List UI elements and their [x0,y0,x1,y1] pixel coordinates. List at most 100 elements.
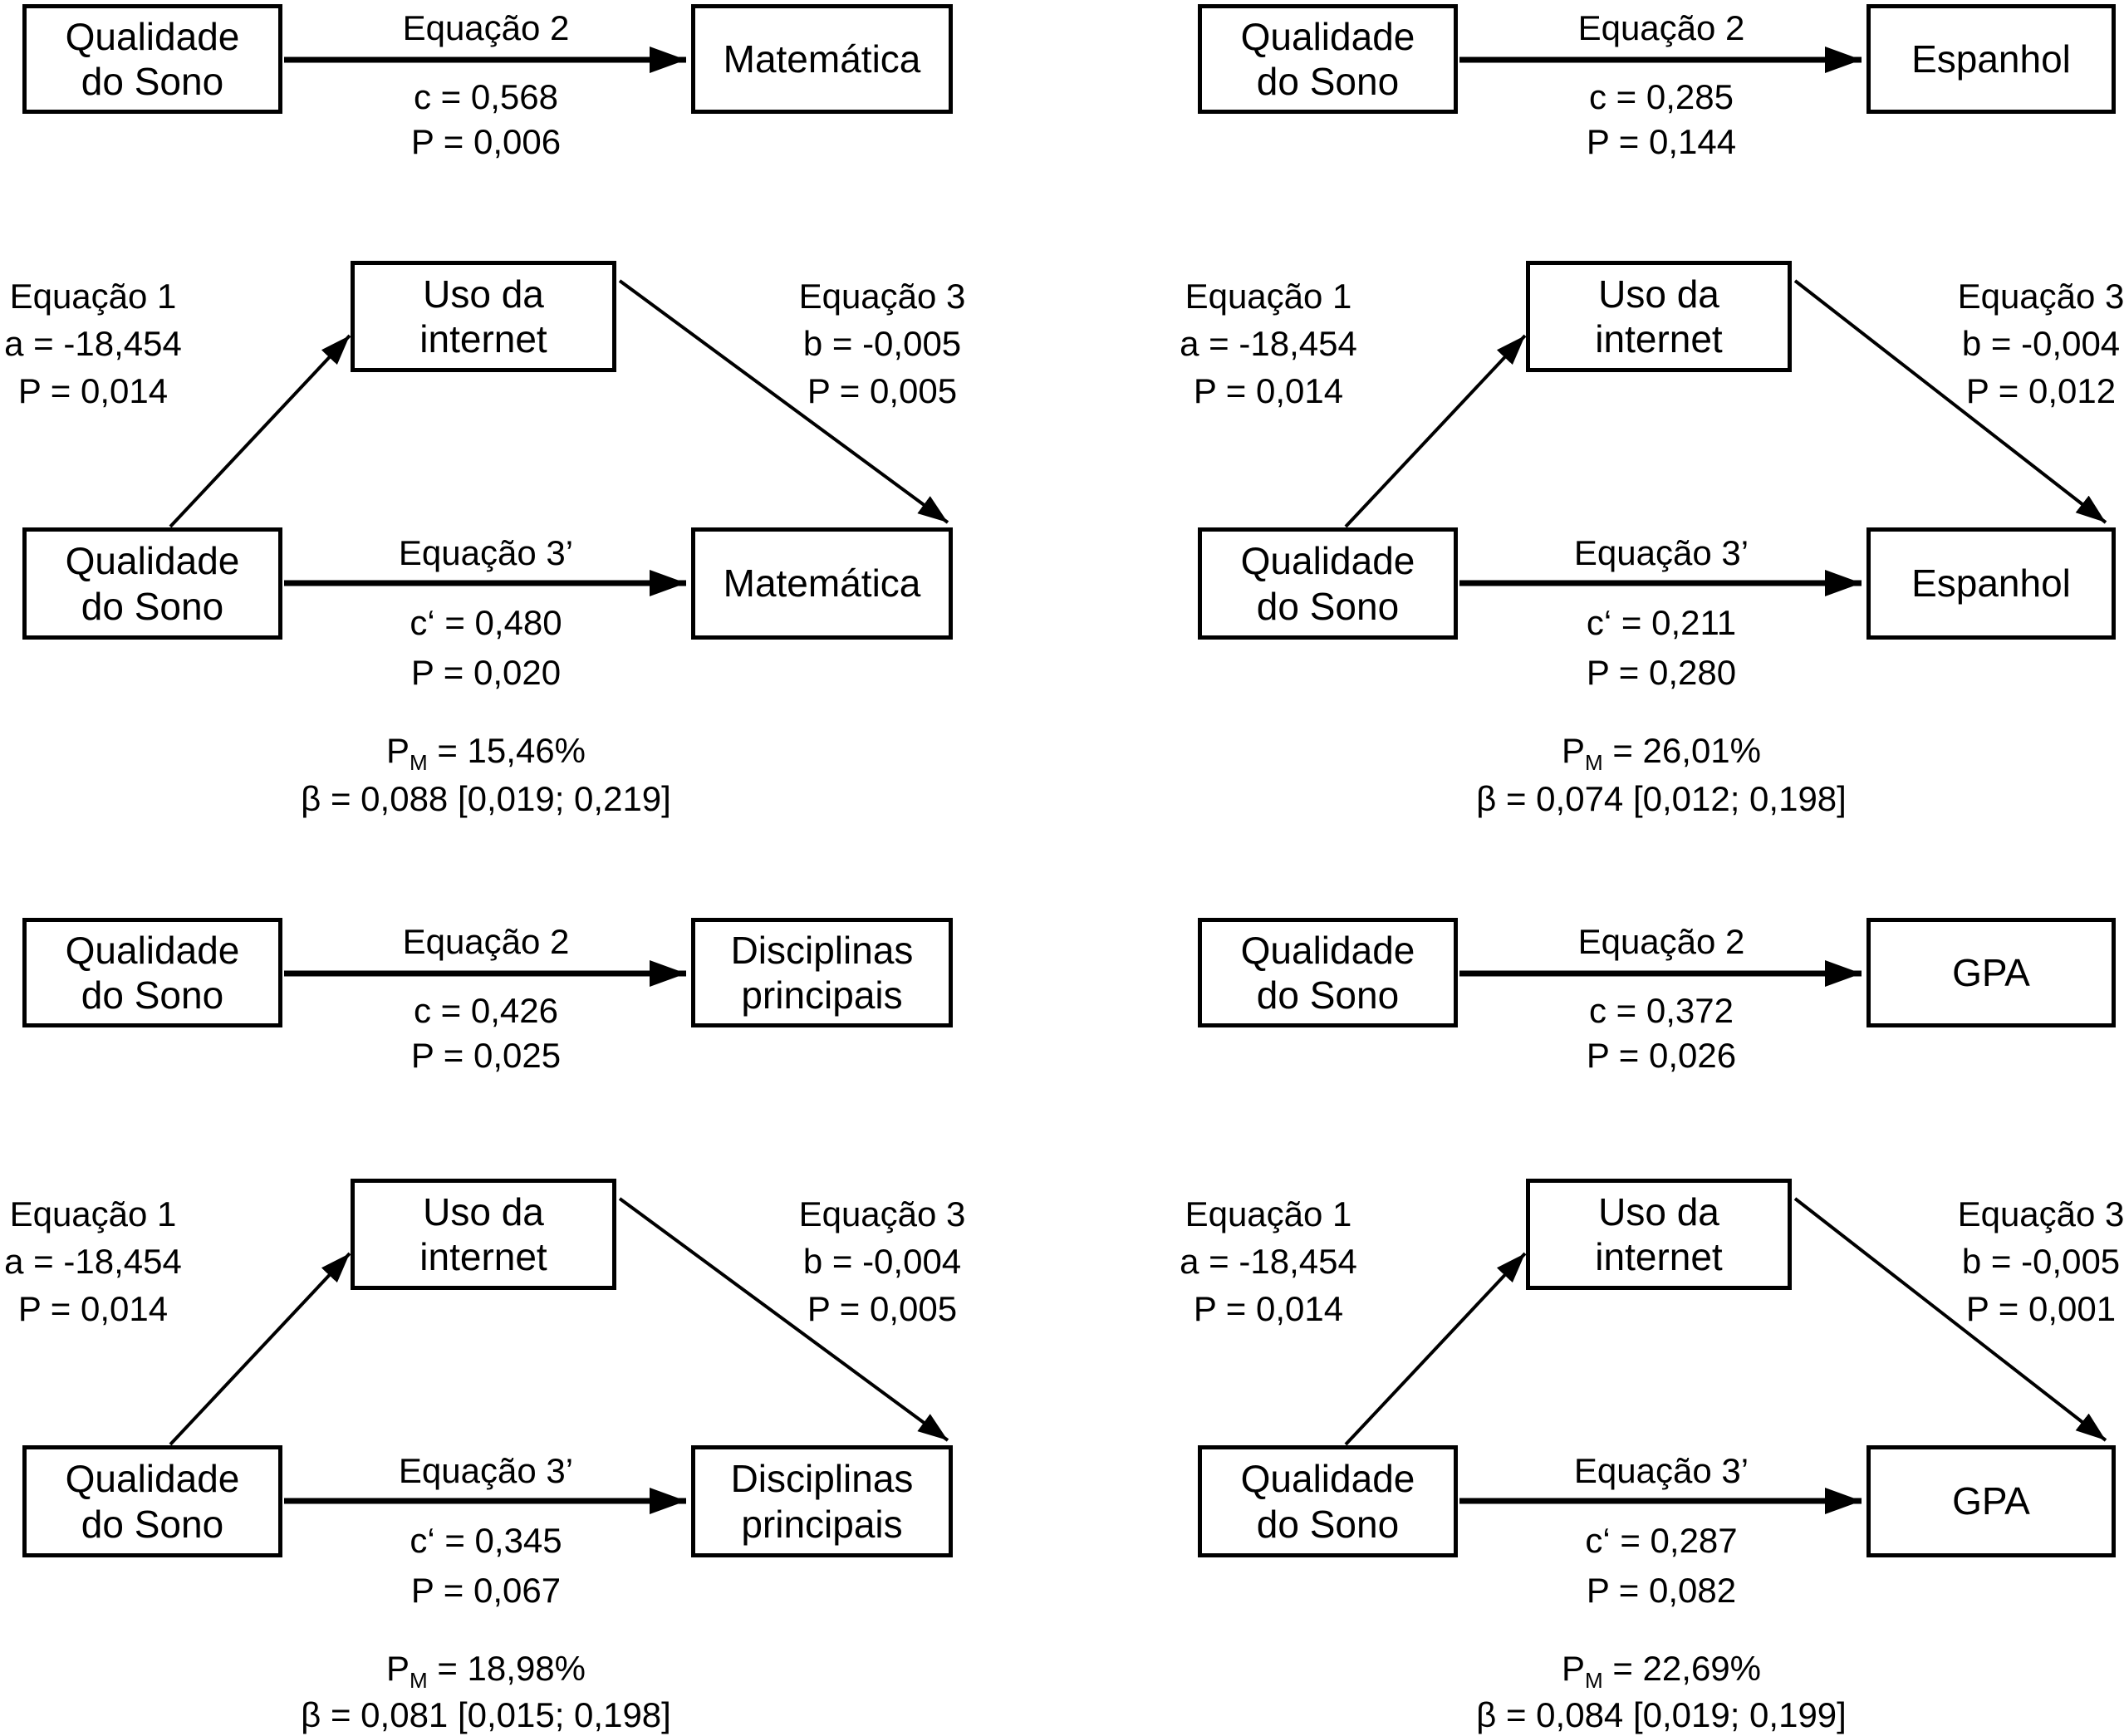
c-prime-coefficient-label: c‘ = 0,480 [410,603,562,642]
a-path-arrow [1344,334,1527,528]
mediator-box: Uso da internet [1526,261,1792,372]
mediation-model-espanhol: Uso da internet Equação 1 a = -18,454 P … [1175,249,2124,831]
predictor-label: Qualidade do Sono [1240,539,1415,628]
mediator-label: Uso da internet [419,272,547,360]
outcome-box: Disciplinas principais [691,1445,953,1557]
predictor-box: Qualidade do Sono [1198,527,1458,640]
pm-base: P [385,1648,410,1688]
equation1-block: Equação 1 a = -18,454 P = 0,014 [0,1190,201,1332]
direct-model-espanhol: Qualidade do Sono Equação 2 c = 0,285 P … [1175,0,2124,208]
c-prime-p-value-label: P = 0,020 [410,653,562,692]
pm-value: = 22,69% [1602,1648,1762,1688]
direct-model-gpa: Qualidade do Sono Equação 2 c = 0,372 P … [1175,914,2124,1121]
pm-base: P [1561,1648,1586,1688]
mediated-proportion-label: PM = 18,98% [386,1649,586,1694]
a-p-value-label: P = 0,014 [1193,1289,1344,1328]
p-value-label: P = 0,026 [1586,1036,1737,1075]
pm-base: P [1561,730,1586,770]
outcome-box: Espanhol [1866,4,2116,114]
direct-model-matematica: Qualidade do Sono Equação 2 c = 0,568 P … [0,0,953,208]
b-path-arrow [618,279,949,524]
equation1-label: Equação 1 [1185,1194,1352,1233]
c-prime-p-value-label: P = 0,067 [410,1571,562,1610]
pm-subscript: M [1585,750,1603,776]
outcome-label: Espanhol [1911,37,2071,81]
beta-ci-label: β = 0,084 [0,019; 0,199] [1476,1695,1847,1734]
mediator-box: Uso da internet [351,1179,616,1290]
outcome-label: Matemática [723,562,921,606]
outcome-box: GPA [1866,918,2116,1027]
equation1-label: Equação 1 [9,277,177,316]
c-coefficient-label: c = 0,426 [414,991,558,1030]
equation1-block: Equação 1 a = -18,454 P = 0,014 [0,272,201,414]
equation3-label: Equação 3 [1957,277,2124,316]
a-path-arrow [169,334,351,528]
predictor-box: Qualidade do Sono [1198,4,1458,114]
mediated-proportion-label: PM = 26,01% [1562,731,1761,776]
a-p-value-label: P = 0,014 [17,1289,169,1328]
predictor-box: Qualidade do Sono [22,4,282,114]
b-path-arrow [618,1197,949,1442]
c-prime-p-value-label: P = 0,082 [1586,1571,1737,1610]
a-coefficient-label: a = -18,454 [4,1242,182,1281]
equation3-block: Equação 3 b = -0,005 P = 0,001 [1933,1190,2124,1332]
pm-value: = 26,01% [1602,730,1762,770]
b-path-arrow [1793,279,2107,524]
pm-value: = 18,98% [427,1648,586,1688]
a-path-arrow [169,1252,351,1446]
a-p-value-label: P = 0,014 [1193,371,1344,410]
b-p-value-label: P = 0,005 [807,371,958,410]
equation1-block: Equação 1 a = -18,454 P = 0,014 [1160,272,1376,414]
equation3prime-label: Equação 3’ [398,1451,574,1490]
p-value-label: P = 0,144 [1586,122,1737,161]
equation1-label: Equação 1 [1185,277,1352,316]
b-coefficient-label: b = -0,005 [802,324,962,363]
c-prime-p-value-label: P = 0,280 [1586,653,1737,692]
equation3prime-label: Equação 3’ [1573,1451,1749,1490]
equation1-block: Equação 1 a = -18,454 P = 0,014 [1160,1190,1376,1332]
direct-model-disciplinas: Qualidade do Sono Equação 2 c = 0,426 P … [0,914,953,1121]
b-coefficient-label: b = -0,004 [802,1242,962,1281]
pm-subscript: M [410,750,428,776]
equation2-label: Equação 2 [402,922,570,961]
equation3-block: Equação 3 b = -0,004 P = 0,012 [1933,272,2124,414]
outcome-box: Disciplinas principais [691,918,953,1027]
pm-base: P [385,730,410,770]
pm-value: = 15,46% [427,730,586,770]
equation3-label: Equação 3 [798,277,966,316]
b-path-arrow [1793,1197,2107,1442]
equation2-label: Equação 2 [1577,922,1745,961]
outcome-label: Matemática [723,37,921,81]
predictor-label: Qualidade do Sono [1240,14,1415,103]
mediator-label: Uso da internet [419,1189,547,1278]
predictor-label: Qualidade do Sono [65,14,240,103]
b-p-value-label: P = 0,012 [1965,371,2117,410]
equation3-block: Equação 3 b = -0,005 P = 0,005 [774,272,990,414]
predictor-box: Qualidade do Sono [1198,1445,1458,1557]
mediator-label: Uso da internet [1595,1189,1723,1278]
mediator-box: Uso da internet [351,261,616,372]
outcome-label: GPA [1952,1479,2030,1523]
equation3-block: Equação 3 b = -0,004 P = 0,005 [774,1190,990,1332]
a-p-value-label: P = 0,014 [17,371,169,410]
pm-subscript: M [1585,1668,1603,1694]
equation2-label: Equação 2 [402,8,570,47]
predictor-box: Qualidade do Sono [22,527,282,640]
c-coefficient-label: c = 0,568 [414,77,558,116]
outcome-label: GPA [1952,950,2030,994]
c-prime-coefficient-label: c‘ = 0,287 [1585,1521,1738,1560]
beta-ci-label: β = 0,074 [0,012; 0,198] [1476,779,1847,818]
c-coefficient-label: c = 0,285 [1589,77,1734,116]
predictor-label: Qualidade do Sono [65,1457,240,1546]
mediated-proportion-label: PM = 15,46% [386,731,586,776]
b-p-value-label: P = 0,005 [807,1289,958,1328]
predictor-box: Qualidade do Sono [22,1445,282,1557]
beta-ci-label: β = 0,088 [0,019; 0,219] [301,779,671,818]
predictor-box: Qualidade do Sono [22,918,282,1027]
equation3prime-label: Equação 3’ [398,533,574,572]
a-coefficient-label: a = -18,454 [1180,1242,1357,1281]
mediation-model-matematica: Uso da internet Equação 1 a = -18,454 P … [0,249,965,831]
outcome-label: Disciplinas principais [730,928,914,1017]
